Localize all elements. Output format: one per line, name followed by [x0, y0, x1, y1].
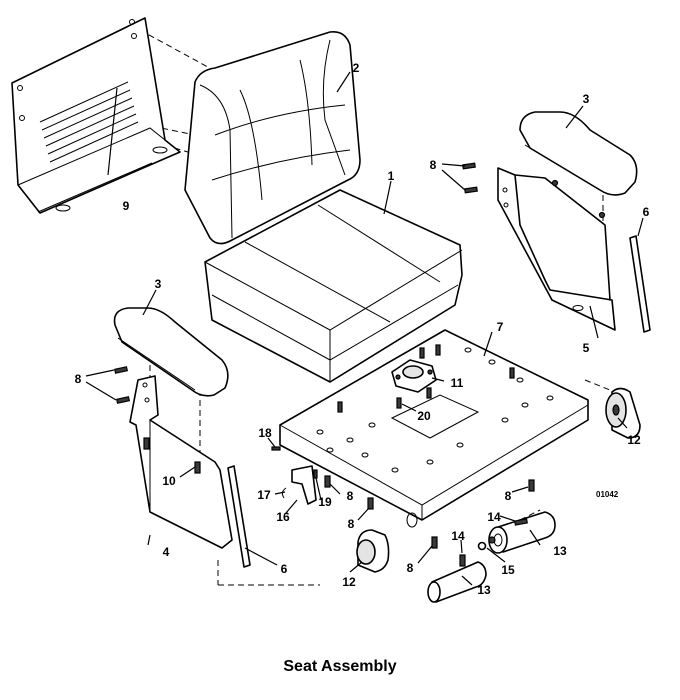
callout-14-left: 14 [451, 529, 465, 543]
left-arm-bracket [129, 375, 233, 549]
pivot-pin-left [427, 561, 487, 603]
callout-16: 16 [276, 510, 290, 524]
shield-vent-slots [39, 81, 139, 163]
rubber-bushing-left [356, 529, 390, 573]
seat-back-cushion [184, 30, 361, 245]
armrest-left [113, 307, 229, 397]
callout-13-right: 13 [553, 544, 567, 558]
drawing-number: 01042 [596, 490, 619, 499]
seat-bottom-cushion [204, 189, 463, 383]
arm-rod-left [227, 465, 251, 568]
callout-3-left: 3 [155, 277, 162, 291]
plate-bolts [337, 344, 515, 413]
armrest-right [519, 111, 638, 196]
callout-8-plate-b: 8 [348, 517, 355, 531]
callout-11: 11 [451, 376, 464, 390]
callout-8-plate-c: 8 [505, 489, 512, 503]
pivot-pin-right [488, 511, 556, 554]
callout-6-right: 6 [643, 205, 650, 219]
callout-18: 18 [258, 426, 272, 440]
right-arm-bracket [497, 167, 616, 331]
callout-6-left: 6 [281, 562, 288, 576]
callout-1: 1 [388, 169, 395, 183]
callout-12-right: 12 [627, 433, 641, 447]
callout-8-upper-right: 8 [430, 158, 437, 172]
arm-rod-right [629, 235, 651, 333]
rear-shield-panel [11, 17, 181, 214]
callout-2: 2 [353, 61, 360, 75]
callout-9: 9 [123, 199, 130, 213]
hardware-bolts [114, 162, 535, 567]
callout-10: 10 [162, 474, 176, 488]
callout-8-upper-left: 8 [75, 372, 82, 386]
callout-7: 7 [497, 320, 504, 334]
callout-labels: 1 2 3 3 4 5 6 6 7 8 8 8 8 8 8 9 10 11 12… [75, 61, 650, 597]
callout-20: 20 [417, 409, 431, 423]
callout-4: 4 [163, 545, 170, 559]
callout-13-left: 13 [477, 583, 491, 597]
callout-19: 19 [318, 495, 332, 509]
leader-lines [85, 71, 644, 586]
callout-8-pin: 8 [407, 561, 414, 575]
callout-3-right: 3 [583, 92, 590, 106]
callout-5: 5 [583, 341, 590, 355]
callout-15: 15 [501, 563, 515, 577]
rubber-bushing-right [605, 387, 641, 439]
plate-holes [316, 347, 554, 473]
callout-12-left: 12 [342, 575, 356, 589]
seat-swivel-mount [391, 359, 437, 393]
diagram-caption: Seat Assembly [283, 658, 397, 675]
callout-8-plate-a: 8 [347, 489, 354, 503]
callout-17: 17 [257, 488, 271, 502]
callout-14-right: 14 [487, 510, 501, 524]
